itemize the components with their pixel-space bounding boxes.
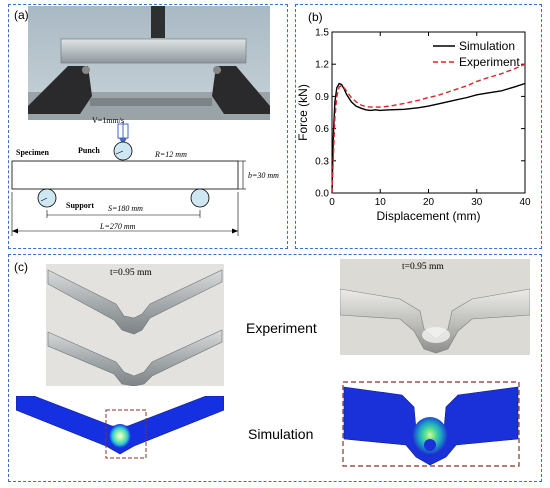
series-line-simulation bbox=[331, 82, 526, 194]
x-axis-label: Displacement (mm) bbox=[376, 209, 480, 223]
length-label: L=270 mm bbox=[100, 222, 136, 231]
y-axis-label: Force (kN) bbox=[296, 84, 310, 141]
y-tick-label: 0.9 bbox=[315, 92, 329, 103]
sim-zoom-beam bbox=[343, 386, 519, 466]
punch-label: Punch bbox=[78, 146, 100, 155]
bent-specimen-1 bbox=[47, 269, 223, 335]
thickness-label: b=30 mm bbox=[248, 171, 279, 180]
sim-beam-left bbox=[16, 396, 224, 455]
simulation-image-right bbox=[342, 381, 520, 467]
simulation-label: Simulation bbox=[248, 426, 314, 442]
specimen-rect bbox=[11, 160, 239, 190]
experiment-label: Experiment bbox=[246, 320, 317, 336]
legend-label-simulation: Simulation bbox=[459, 39, 515, 53]
specimen-label: Specimen bbox=[16, 148, 49, 157]
right-support bbox=[212, 66, 270, 114]
y-tick-label: 1.5 bbox=[315, 28, 329, 39]
right-support-circle bbox=[190, 188, 210, 208]
panel-c bbox=[8, 254, 542, 482]
beam-specimen bbox=[60, 38, 247, 64]
x-tick-label: 20 bbox=[423, 197, 435, 208]
closeup-specimen bbox=[340, 288, 530, 354]
series-line-experiment bbox=[331, 63, 526, 194]
y-tick-label: 1.2 bbox=[315, 60, 329, 71]
panel-a bbox=[8, 4, 288, 249]
panel-c-label: (c) bbox=[14, 260, 28, 274]
zoom-box-right bbox=[342, 381, 520, 467]
span-label: S=180 mm bbox=[108, 204, 143, 213]
panel-b bbox=[295, 4, 542, 249]
bent-specimen-2 bbox=[47, 329, 223, 386]
y-tick-label: 0.6 bbox=[315, 124, 329, 135]
left-support bbox=[28, 66, 92, 114]
panel-a-label: (a) bbox=[14, 8, 29, 22]
zoom-box-left bbox=[105, 409, 147, 459]
legend-label-experiment: Experiment bbox=[459, 55, 520, 69]
support-label: Support bbox=[66, 201, 95, 210]
velocity-label: V=1mm/s bbox=[92, 116, 125, 125]
thickness-right: t=0.95 mm bbox=[402, 262, 444, 272]
simulation-image-left bbox=[16, 396, 224, 459]
x-tick-label: 40 bbox=[519, 197, 531, 208]
radius-label: R=12 mm bbox=[155, 150, 187, 159]
x-tick-label: 10 bbox=[375, 197, 387, 208]
force-displacement-chart: 0 10 20 30 40 0.0 0.3 0.6 0.9 1.2 1.5Displacement … bbox=[296, 28, 531, 224]
experiment-photo-left bbox=[46, 264, 224, 386]
punch-rod bbox=[151, 6, 165, 38]
y-tick-label: 0.3 bbox=[315, 156, 329, 167]
x-tick-label: 30 bbox=[471, 197, 483, 208]
fixture-photo bbox=[28, 6, 270, 120]
panel-b-label: (b) bbox=[308, 10, 323, 24]
thickness-left: t=0.95 mm bbox=[110, 268, 152, 278]
y-tick-label: 0.0 bbox=[315, 189, 329, 200]
bending-schematic bbox=[11, 122, 246, 236]
experiment-photo-right bbox=[340, 259, 530, 355]
x-tick-label: 0 bbox=[329, 197, 335, 208]
